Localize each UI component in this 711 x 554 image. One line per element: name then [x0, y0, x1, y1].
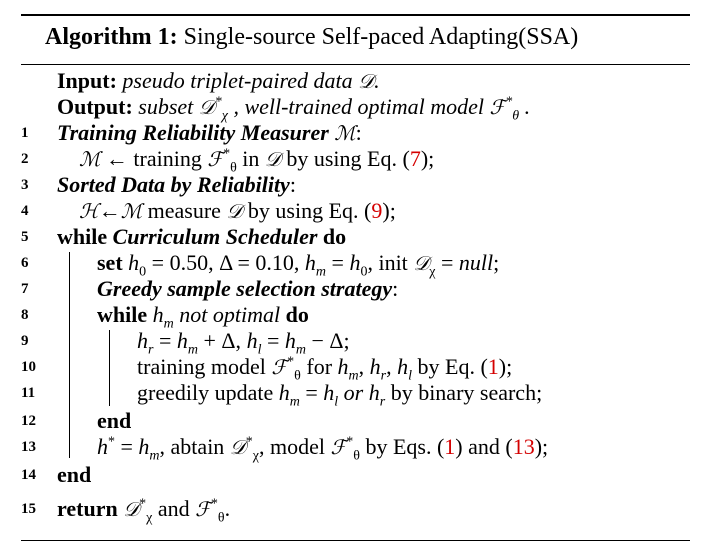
line-number: 14 [21, 467, 36, 483]
line-number: 13 [21, 439, 36, 455]
line-5-text: while Curriculum Scheduler do [57, 224, 347, 249]
line-4-text: ℋ←ℳ measure 𝒟 by using Eq. (9); [79, 198, 396, 223]
line-number: 11 [21, 385, 36, 401]
algorithm-label: Algorithm 1: [45, 24, 178, 50]
top-rule [21, 14, 690, 16]
line-number: 4 [21, 203, 29, 219]
line-number: 6 [21, 255, 29, 271]
line-15-text: return 𝒟*χ and ℱ*θ. [57, 496, 231, 526]
algorithm-name: Single-source Self-paced Adapting(SSA) [183, 24, 579, 50]
line-number: 8 [21, 307, 29, 323]
line-number: 1 [21, 125, 29, 141]
line-number: 2 [21, 151, 29, 167]
line-number: 7 [21, 281, 29, 297]
line-number: 9 [21, 333, 29, 349]
while-block-bar [69, 252, 70, 458]
inner-while-bar [109, 330, 110, 406]
bottom-rule [21, 540, 690, 541]
line-number: 3 [21, 177, 29, 193]
line-14-text: end [57, 462, 92, 487]
line-12-text: end [97, 408, 132, 433]
input-text: pseudo triplet-paired data 𝒟. [122, 68, 380, 93]
line-9-text: hr = hm + Δ, hl = hm − Δ; [137, 328, 350, 358]
line-number: 15 [21, 501, 36, 517]
title-rule [21, 64, 690, 65]
line-2-text: ℳ ← training ℱ*θ in 𝒟 by using Eq. (7); [79, 146, 435, 176]
line-3-text: Sorted Data by Reliability: [57, 172, 296, 197]
line-number: 10 [21, 359, 36, 375]
line-13-text: h* = hm, abtain 𝒟*χ, model ℱ*θ by Eqs. (… [97, 434, 549, 464]
output-text: subset 𝒟*χ , well-trained optimal model … [138, 94, 531, 124]
line-number: 5 [21, 229, 29, 245]
algorithm-title: Algorithm 1: Single-source Self-paced Ad… [45, 24, 578, 51]
line-number: 12 [21, 413, 36, 429]
line-1-text: Training Reliability Measurer ℳ: [57, 120, 362, 145]
output-label: Output: [57, 94, 133, 119]
line-10-text: training model ℱ*θ for hm, hr, hl by Eq.… [137, 354, 513, 384]
line-7-text: Greedy sample selection strategy: [97, 276, 399, 301]
line-6-text: set h0 = 0.50, Δ = 0.10, hm = h0, init 𝒟… [97, 250, 500, 280]
line-8-text: while hm not optimal do [97, 302, 309, 332]
line-11-text: greedily update hm = hl or hr by binary … [137, 380, 543, 410]
input-label: Input: [57, 68, 117, 93]
